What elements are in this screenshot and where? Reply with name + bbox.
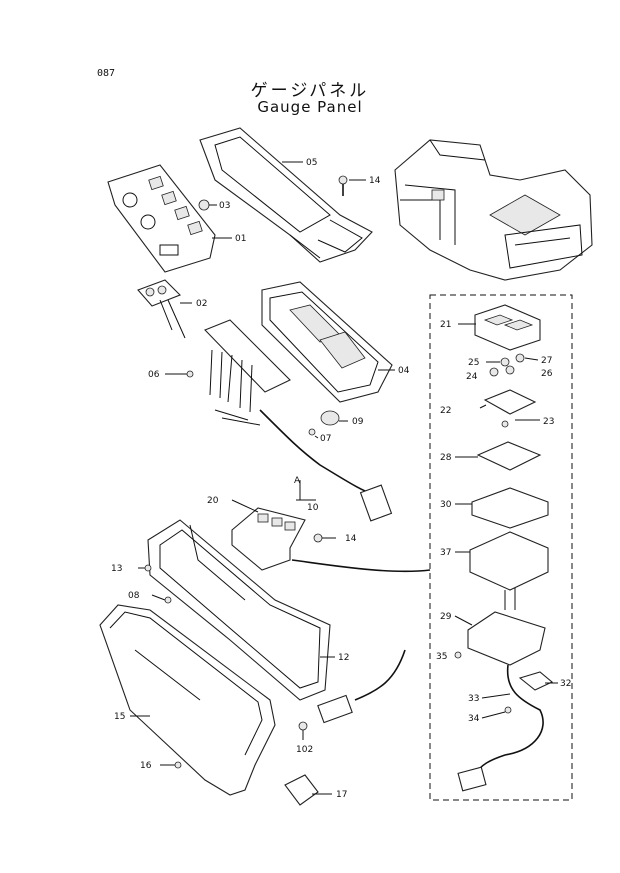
label-35: 35 bbox=[436, 652, 447, 662]
label-10: 10 bbox=[307, 503, 319, 513]
label-30: 30 bbox=[440, 500, 452, 510]
bolt-part-07 bbox=[308, 428, 319, 439]
screw-part-102 bbox=[298, 721, 308, 740]
label-16: 16 bbox=[140, 761, 152, 771]
detail-box bbox=[429, 294, 573, 801]
label-33: 33 bbox=[468, 694, 479, 704]
panel-plate-part-01 bbox=[107, 164, 232, 273]
switch-part-02 bbox=[137, 279, 192, 339]
label-06: 06 bbox=[148, 370, 160, 380]
label-25: 25 bbox=[468, 358, 479, 368]
label-13: 13 bbox=[111, 564, 122, 574]
label-08: 08 bbox=[128, 591, 140, 601]
label-15: 15 bbox=[114, 712, 125, 722]
cable-part-10 bbox=[259, 409, 393, 522]
label-32: 32 bbox=[560, 679, 571, 689]
label-37: 37 bbox=[440, 548, 451, 558]
label-07: 07 bbox=[320, 434, 331, 444]
label-12: 12 bbox=[338, 653, 349, 663]
screw-part-14-top bbox=[338, 175, 366, 196]
label-29: 29 bbox=[440, 612, 452, 622]
knob-part-03 bbox=[198, 199, 217, 211]
detail-label-a: A bbox=[294, 476, 301, 486]
switch-box-part-20 bbox=[231, 499, 306, 571]
page-title: Gauge Panel bbox=[257, 98, 363, 116]
label-01: 01 bbox=[235, 234, 246, 244]
label-05: 05 bbox=[306, 158, 317, 168]
connector-lower bbox=[317, 649, 406, 724]
page-title-japanese: ゲージパネル bbox=[250, 81, 370, 101]
label-14-top: 14 bbox=[369, 176, 381, 186]
label-28: 28 bbox=[440, 453, 452, 463]
label-09: 09 bbox=[352, 417, 364, 427]
page-number: 087 bbox=[97, 68, 116, 79]
cable-to-detail bbox=[291, 559, 431, 573]
label-14-mid: 14 bbox=[345, 534, 357, 544]
label-02: 02 bbox=[196, 299, 207, 309]
screw-part-14-middle bbox=[313, 533, 336, 543]
label-23: 23 bbox=[543, 417, 554, 427]
label-26: 26 bbox=[541, 369, 553, 379]
console-frame-part-12 bbox=[147, 519, 335, 701]
label-20: 20 bbox=[207, 496, 219, 506]
excavator-overview-illustration bbox=[394, 139, 593, 281]
label-17: 17 bbox=[336, 790, 347, 800]
wire-harness-part-06 bbox=[165, 319, 291, 426]
gauge-housing-part-04 bbox=[261, 281, 395, 403]
label-03: 03 bbox=[219, 201, 230, 211]
label-102: 102 bbox=[296, 745, 313, 755]
label-34: 34 bbox=[468, 714, 480, 724]
bolt-part-08 bbox=[151, 594, 172, 604]
bolt-part-16 bbox=[160, 761, 182, 769]
gauge-cover-part-05 bbox=[199, 127, 373, 263]
label-27: 27 bbox=[541, 356, 552, 366]
cap-part-17 bbox=[284, 774, 332, 806]
label-24: 24 bbox=[466, 372, 478, 382]
callout-labels: 05 14 03 01 02 06 04 09 07 10 A 20 14 13… bbox=[111, 158, 571, 800]
bolt-part-13 bbox=[138, 564, 152, 572]
label-21: 21 bbox=[440, 320, 451, 330]
side-cover-part-15 bbox=[99, 604, 276, 796]
grommet-part-09 bbox=[320, 410, 348, 426]
label-04: 04 bbox=[398, 366, 410, 376]
label-22: 22 bbox=[440, 406, 451, 416]
